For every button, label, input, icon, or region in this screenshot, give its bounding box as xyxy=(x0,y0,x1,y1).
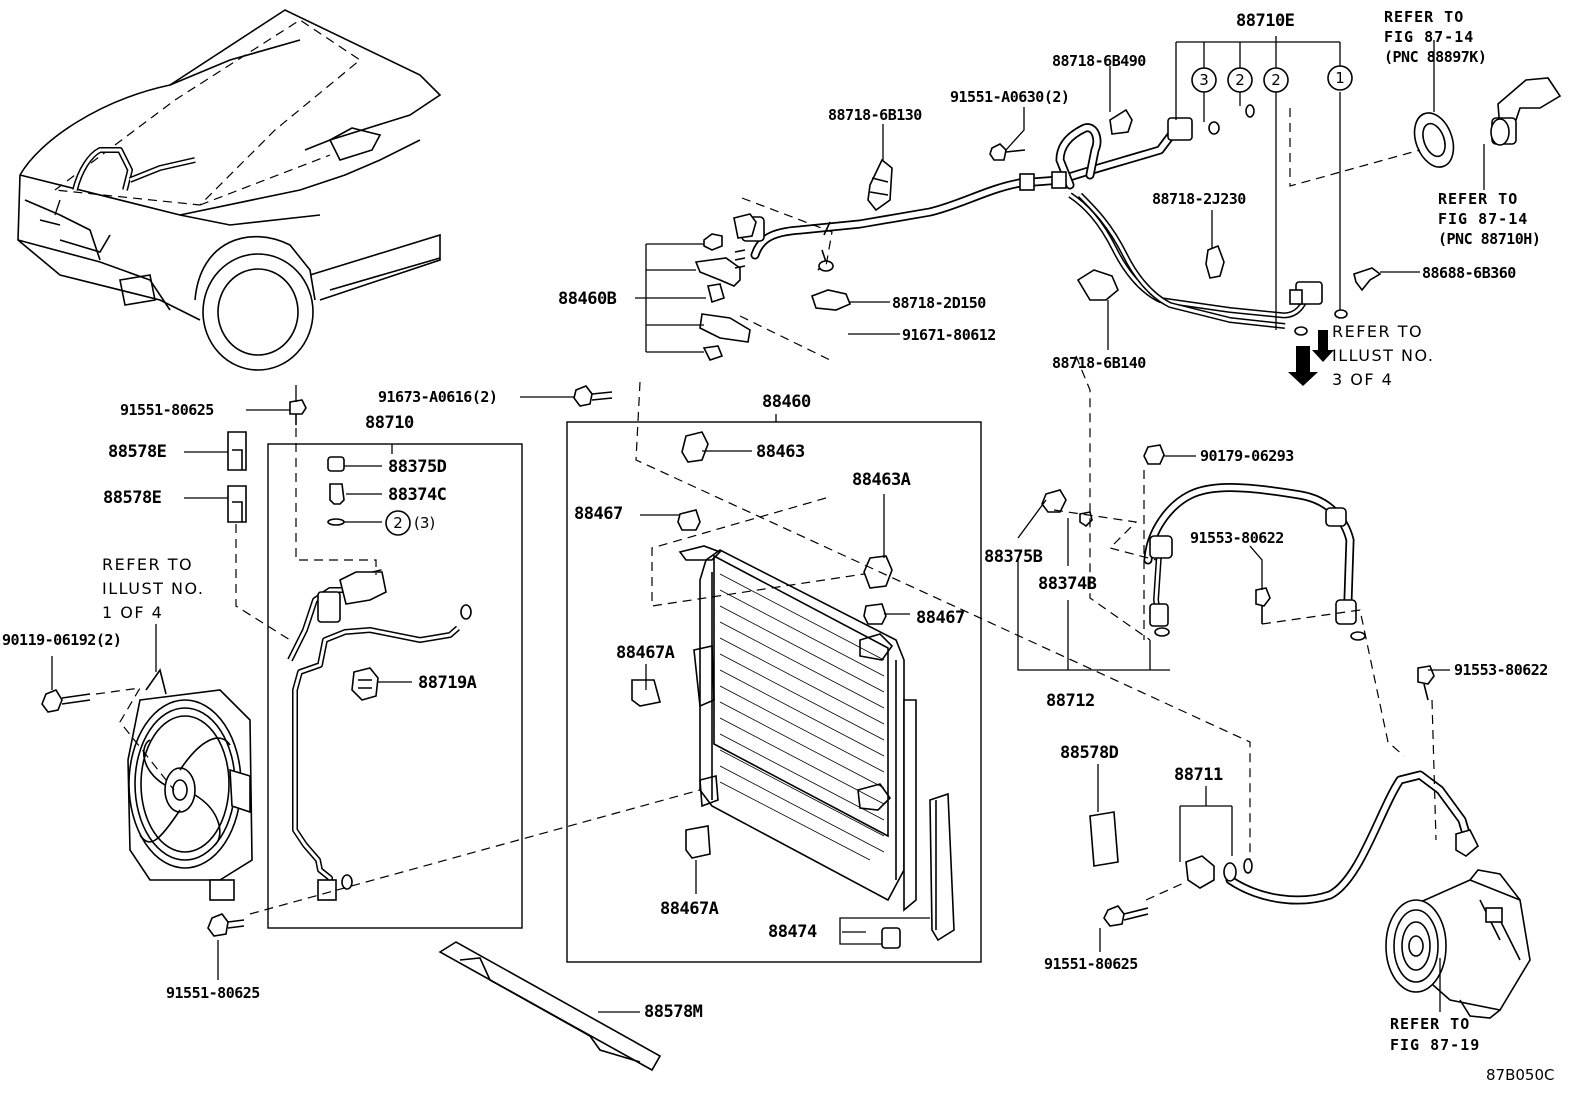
label-88474: 88474 xyxy=(768,922,817,942)
label-90119-06192: 90119-06192(2) xyxy=(2,631,121,649)
diagram-code: 87B050C xyxy=(1486,1066,1554,1084)
callout-2b xyxy=(1263,67,1289,93)
svg-text:REFER TO: REFER TO xyxy=(1390,1015,1470,1033)
svg-text:ILLUST NO.: ILLUST NO. xyxy=(1332,346,1434,365)
label-88712: 88712 xyxy=(1046,691,1095,711)
label-88460: 88460 xyxy=(762,392,811,412)
label-90179-06293: 90179-06293 xyxy=(1200,447,1294,465)
callout-2b-label: 2 xyxy=(1271,71,1281,89)
svg-text:REFER TO: REFER TO xyxy=(102,555,193,574)
label-91673-A0616: 91673-A0616(2) xyxy=(378,388,497,406)
label-88578E-1: 88578E xyxy=(108,442,167,462)
label-88578M: 88578M xyxy=(644,1002,703,1022)
label-88578E-2: 88578E xyxy=(103,488,162,508)
label-88374B: 88374B xyxy=(1038,574,1097,594)
label-88578D: 88578D xyxy=(1060,743,1119,763)
label-88463: 88463 xyxy=(756,442,805,462)
label-88688-6B360: 88688-6B360 xyxy=(1422,264,1516,282)
label-88467A-2: 88467A xyxy=(660,899,719,919)
callout-3-label: 3 xyxy=(1199,71,1209,89)
svg-text:REFER TO: REFER TO xyxy=(1384,8,1464,26)
label-91551-80625-top: 91551-80625 xyxy=(120,401,214,419)
svg-text:REFER TO: REFER TO xyxy=(1332,322,1423,341)
svg-text:1 OF 4: 1 OF 4 xyxy=(102,603,163,622)
label-oring-qty: (3) xyxy=(414,514,435,532)
label-88375D: 88375D xyxy=(388,457,447,477)
hose-88710E-assembly xyxy=(741,104,1382,386)
svg-text:(PNC 88710H): (PNC 88710H) xyxy=(1438,230,1540,248)
callout-circles: 3 2 2 1 2 xyxy=(385,65,1353,536)
callout-2a-label: 2 xyxy=(1235,71,1245,89)
label-88718-6B490: 88718-6B490 xyxy=(1052,52,1146,70)
label-91551-80625-bottom: 91551-80625 xyxy=(166,984,260,1002)
label-88463A: 88463A xyxy=(852,470,911,490)
svg-text:3 OF 4: 3 OF 4 xyxy=(1332,370,1393,389)
label-88375B: 88375B xyxy=(984,547,1043,567)
svg-text:REFER TO: REFER TO xyxy=(1438,190,1518,208)
label-88460B: 88460B xyxy=(558,289,617,309)
label-88374C: 88374C xyxy=(388,485,446,505)
condenser-88460 xyxy=(631,431,955,949)
label-88710: 88710 xyxy=(365,413,414,433)
label-91553-80622-2: 91553-80622 xyxy=(1454,661,1548,679)
label-88467A-1: 88467A xyxy=(616,643,675,663)
label-88718-2J230: 88718-2J230 xyxy=(1152,190,1246,208)
condenser-fan-assembly xyxy=(127,668,253,901)
vehicle-illustration xyxy=(17,9,442,371)
label-88710E: 88710E xyxy=(1236,11,1295,31)
callout-3 xyxy=(1191,67,1217,93)
label-88718-6B130: 88718-6B130 xyxy=(828,106,922,124)
compressor-fittings-top-right xyxy=(1413,77,1562,168)
hose-88712 xyxy=(1041,444,1435,867)
ref-fig-87-19: REFER TO FIG 87-19 xyxy=(1390,1015,1480,1054)
svg-text:ILLUST NO.: ILLUST NO. xyxy=(102,579,204,598)
ref-illust-3-of-4: REFER TO ILLUST NO. 3 OF 4 xyxy=(1332,322,1434,389)
label-88711: 88711 xyxy=(1174,765,1223,785)
callout-2a xyxy=(1227,67,1253,93)
svg-text:(PNC 88897K): (PNC 88897K) xyxy=(1384,48,1486,66)
callout-2-left-label: 2 xyxy=(393,514,403,532)
svg-text:FIG 87-19: FIG 87-19 xyxy=(1390,1036,1480,1054)
reference-notes: REFER TO FIG 87-14 (PNC 88897K) REFER TO… xyxy=(102,8,1541,1054)
label-88467-2: 88467 xyxy=(916,608,965,628)
hose-88711 xyxy=(1103,770,1479,927)
part-number-labels: 88710E 88718-6B490 91551-A0630(2) 88718-… xyxy=(2,11,1548,1022)
condenser-88460-box xyxy=(566,421,982,963)
label-91551-A0630: 91551-A0630(2) xyxy=(950,88,1069,106)
assembly-dashed-lines xyxy=(95,108,1437,915)
ref-illust-1-of-4: REFER TO ILLUST NO. 1 OF 4 xyxy=(102,555,204,622)
label-88718-2D150: 88718-2D150 xyxy=(892,294,986,312)
label-88719A: 88719A xyxy=(418,673,477,693)
condenser-fins xyxy=(719,573,885,861)
svg-text:FIG 87-14: FIG 87-14 xyxy=(1384,28,1474,46)
callout-1-label: 1 xyxy=(1335,69,1345,87)
ref-fig-87-14-mid: REFER TO FIG 87-14 (PNC 88710H) xyxy=(1438,190,1541,248)
pipe-88710-box xyxy=(267,443,523,929)
label-91553-80622-1: 91553-80622 xyxy=(1190,529,1284,547)
bracket-88460B xyxy=(694,213,757,361)
leader-lines xyxy=(51,36,1485,1013)
label-88718-6B140: 88718-6B140 xyxy=(1052,354,1146,372)
svg-text:FIG 87-14: FIG 87-14 xyxy=(1438,210,1528,228)
callout-1 xyxy=(1327,65,1353,91)
pipe-88710 xyxy=(41,385,613,937)
label-88467-1: 88467 xyxy=(574,504,623,524)
label-91671-80612: 91671-80612 xyxy=(902,326,996,344)
ref-fig-87-14-top: REFER TO FIG 87-14 (PNC 88897K) xyxy=(1384,8,1487,66)
callout-2-left xyxy=(385,510,411,536)
label-91551-80625-right: 91551-80625 xyxy=(1044,955,1138,973)
seal-88578M xyxy=(438,941,662,1072)
ac-compressor xyxy=(1385,869,1531,1019)
